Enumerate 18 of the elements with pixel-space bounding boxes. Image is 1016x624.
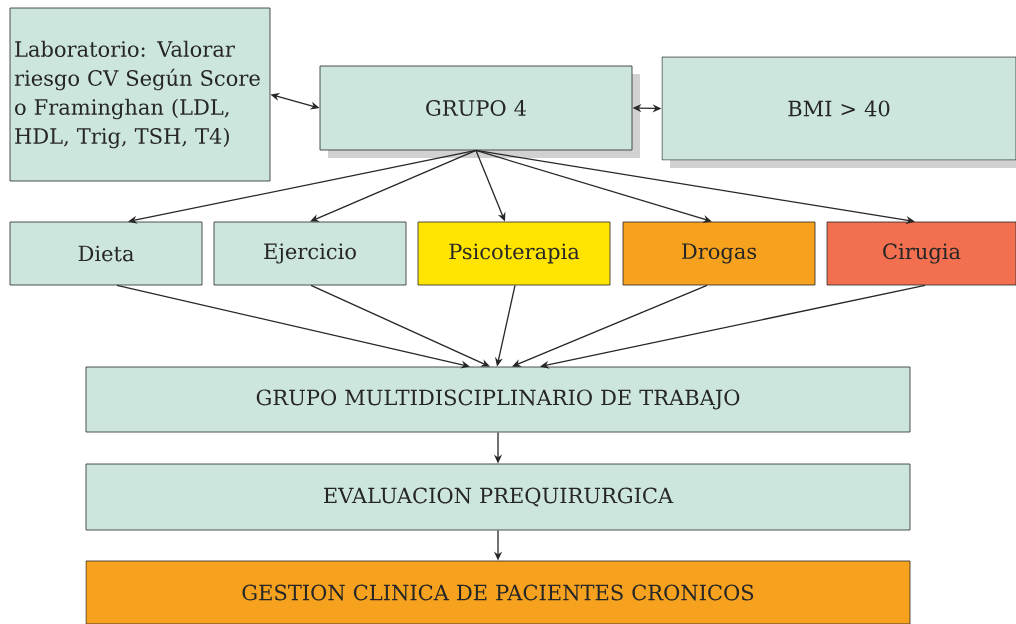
arrow	[540, 284, 926, 369]
condition-box: BMI > 40	[661, 56, 1016, 168]
arrow	[475, 149, 712, 223]
process-box: Cirugia	[826, 221, 1016, 286]
lab-box: Laboratorio: Valorar riesgo CV Según Score o Framinghan (LDL, HDL, Trig, TSH, T4)	[9, 7, 271, 182]
process-box: GRUPO MULTIDISCIPLINARIO DE TRABAJO	[85, 366, 911, 433]
process-box: EVALUACION PREQUIRURGICA	[85, 463, 911, 531]
arrow	[310, 149, 477, 222]
process-box: GESTION CLINICA DE PACIENTES CRONICOS	[85, 560, 911, 624]
arrow	[512, 284, 708, 367]
arrow	[128, 149, 477, 224]
process-box: Psicoterapia	[417, 221, 611, 286]
process-box: Dieta	[9, 221, 203, 286]
process-box: GRUPO 4	[319, 65, 640, 158]
process-box: Ejercicio	[213, 221, 407, 286]
arrow	[116, 284, 470, 369]
process-box: Drogas	[622, 221, 816, 286]
arrow	[310, 284, 490, 367]
